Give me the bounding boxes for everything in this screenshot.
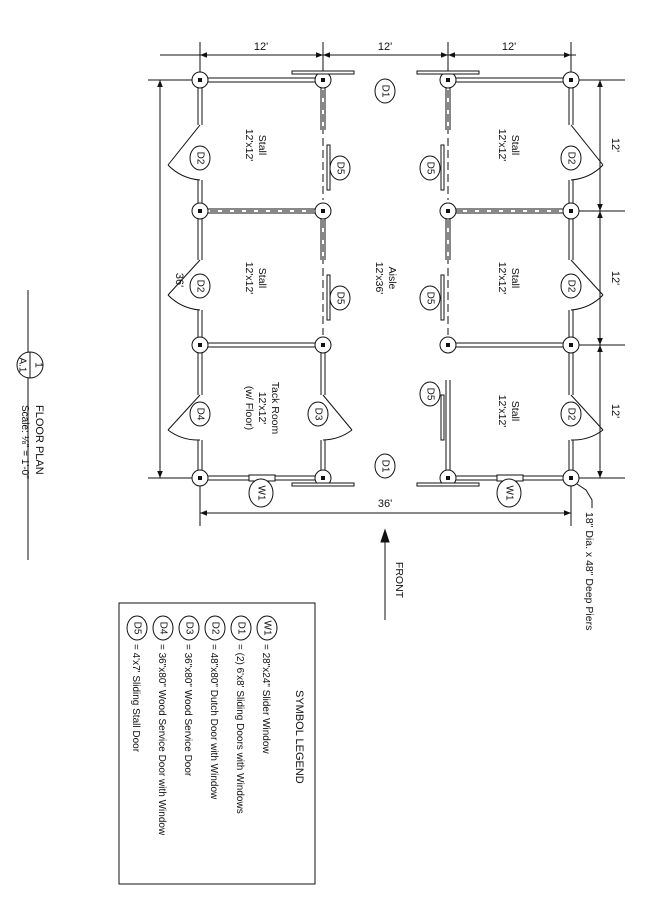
room-stall-5-name: Stall [509,268,521,288]
legend-text-w1: = 28"x24" Slider Window [260,644,271,754]
stall-partitions [210,90,560,335]
drawing-title: FLOOR PLAN [33,405,45,475]
dim-right-1: 12' [609,138,621,152]
title-block: 1 A.1 FLOOR PLAN Scale: ⅛" = 1'-0" [16,290,45,560]
legend-tag-d5: D5 [131,622,142,635]
front-arrow [380,528,390,620]
tag-d1-bottom: D1 [379,460,390,473]
legend-text-d3: = 36"x80" Wood Service Door [182,644,193,777]
dim-top-3: 12' [502,41,516,53]
door-swings [167,124,604,441]
tag-d5-left-2: D5 [334,292,345,305]
room-aisle-size: 12'x36' [373,262,385,295]
right-dimensions [571,79,625,479]
room-tack-name: Tack Room [269,382,281,435]
room-stall-5-size: 12'x12' [496,262,508,295]
room-aisle-name: Aisle [386,267,398,290]
tag-d2-left-1: D2 [194,152,205,165]
dim-left-overall: 36' [173,273,185,287]
front-label: FRONT [393,562,405,599]
legend-tag-d4: D4 [157,622,168,635]
room-tack-size: 12'x12' [256,392,268,425]
tag-d4: D4 [194,408,205,421]
room-stall-6-name: Stall [509,401,521,421]
sheet-number: 1 [32,362,43,368]
top-dimensions [160,42,576,72]
legend-tag-d1: D1 [235,622,246,635]
tag-circles [189,78,582,508]
dim-right-2: 12' [609,271,621,285]
dim-bottom-overall: 36' [378,498,392,510]
legend-tag-d2: D2 [209,622,220,635]
room-stall-1-size: 12'x12' [243,129,255,162]
legend-text-d4: = 36"x80" Wood Service Door with Window [156,644,167,836]
tag-d2-right-1: D2 [565,152,576,165]
dim-top-1: 12' [254,41,268,53]
sliding-doors [291,70,480,487]
tag-d3: D3 [312,408,323,421]
tag-d1-top: D1 [379,85,390,98]
sheet-ref: A.1 [16,357,27,372]
tag-w1-left: W1 [255,486,266,501]
room-stall-2-name: Stall [256,268,268,288]
room-stall-2-size: 12'x12' [243,262,255,295]
tag-w1-right: W1 [503,486,514,501]
drawing-scale: Scale: ⅛" = 1'-0" [19,405,30,479]
left-dimension [148,79,200,479]
legend-text-d1: = (2) 6'x8' Sliding Doors with Windows [234,644,245,814]
room-stall-6-size: 12'x12' [496,395,508,428]
room-stall-4-size: 12'x12' [496,129,508,162]
tag-d2-right-3: D2 [565,408,576,421]
pier-centers [198,78,573,480]
room-stall-1-name: Stall [256,135,268,155]
tag-d5-right-2: D5 [424,292,435,305]
legend-tag-d3: D3 [183,622,194,635]
tag-d5-right-1: D5 [424,162,435,175]
legend-text-d2: = 48"x80" Dutch Door with Window [208,644,219,800]
tag-d5-right-3: D5 [424,388,435,401]
tag-d2-right-2: D2 [565,280,576,293]
legend-title: SYMBOL LEGEND [293,690,305,784]
pier-leader [576,483,593,508]
legend-text-d5: = 4'x7' Sliding Stall Door [130,644,141,753]
room-stall-4-name: Stall [509,135,521,155]
tag-d2-left-2: D2 [194,280,205,293]
legend-tag-w1: W1 [261,621,272,636]
dim-top-2: 12' [378,41,392,53]
tag-d5-left-1: D5 [334,162,345,175]
symbol-legend: SYMBOL LEGEND W1 D1 D2 D3 D4 D5 = 28"x24… [118,602,316,885]
piers [191,71,580,487]
pier-note: 18" Dia. x 48" Deep Piers [583,512,595,630]
dim-right-3: 12' [609,404,621,418]
room-tack-note: (w/ Floor) [243,386,255,430]
